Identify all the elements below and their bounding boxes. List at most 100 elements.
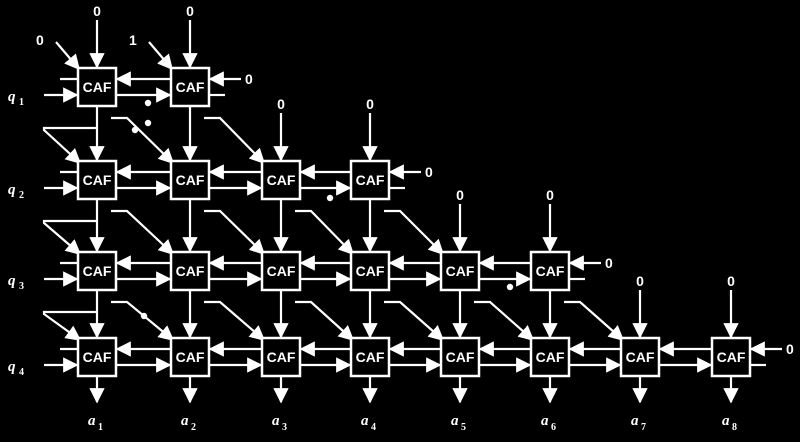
caf-cell-box	[260, 250, 302, 292]
diagonal-wire	[474, 300, 535, 342]
row-label-subscript: 3	[19, 281, 24, 292]
row-label: q	[8, 273, 16, 289]
row-label: q	[8, 182, 16, 198]
caf-cell-label: CAF	[176, 263, 205, 279]
caf-cell: CAF	[349, 250, 391, 292]
caf-cell-label: CAF	[626, 349, 655, 365]
junction-dot	[506, 283, 514, 291]
diagonal-wire	[384, 300, 445, 342]
caf-cell-label: CAF	[536, 263, 565, 279]
caf-cell: CAF	[349, 336, 391, 378]
row-label-subscript: 2	[19, 190, 24, 201]
caf-cell-box	[619, 336, 661, 378]
caf-cell: CAF	[169, 250, 211, 292]
wires-layer	[42, 20, 782, 404]
right-input-label: 0	[245, 71, 253, 87]
output-label: a	[88, 413, 96, 429]
caf-cell-box	[76, 66, 118, 108]
caf-cell-box	[260, 159, 302, 201]
caf-cell-label: CAF	[83, 172, 112, 188]
row-label: q	[8, 89, 16, 105]
caf-cell-box	[169, 159, 211, 201]
junction-dot	[131, 126, 139, 134]
output-label: a	[361, 413, 369, 429]
junction-dot	[144, 119, 152, 127]
output-label-subscript: 7	[641, 422, 646, 433]
caf-cell-box	[349, 250, 391, 292]
caf-cell-label: CAF	[176, 79, 205, 95]
caf-cell-box	[439, 250, 481, 292]
junction-dot	[326, 194, 334, 202]
diagonal-input-wire	[148, 41, 173, 71]
diagonal-input-label: 0	[36, 32, 44, 48]
caf-cell-label: CAF	[83, 79, 112, 95]
junction-dot	[144, 99, 152, 107]
feedback-wire	[42, 219, 97, 256]
top-input-label: 0	[277, 96, 285, 112]
top-input-label: 0	[727, 273, 735, 289]
diagonal-wire	[111, 116, 175, 165]
row-label: q	[8, 359, 16, 375]
diagonal-wire	[384, 209, 445, 256]
caf-cell-box	[349, 159, 391, 201]
top-input-label: 0	[456, 187, 464, 203]
caf-cell: CAF	[260, 336, 302, 378]
output-label: a	[541, 413, 549, 429]
caf-cell-label: CAF	[356, 172, 385, 188]
caf-cell-box	[710, 336, 752, 378]
caf-cell-box	[529, 250, 571, 292]
caf-cell-label: CAF	[356, 263, 385, 279]
junction-dot	[140, 312, 148, 320]
caf-cell: CAF	[76, 159, 118, 201]
caf-cell: CAF	[529, 250, 571, 292]
caf-cell-label: CAF	[83, 349, 112, 365]
output-label-subscript: 8	[732, 422, 737, 433]
right-input-label: 0	[786, 341, 794, 357]
caf-cell-box	[529, 336, 571, 378]
right-input-label: 0	[425, 164, 433, 180]
cells-layer: CAF CAF CAF CAF CAF CAF CAF CAF CAF CAF CAF CAF CAF C…	[76, 66, 752, 378]
output-label: a	[181, 413, 189, 429]
output-label: a	[631, 413, 639, 429]
caf-cell: CAF	[169, 336, 211, 378]
diagonal-wire	[295, 300, 355, 342]
diagonal-input-label: 1	[129, 32, 137, 48]
top-input-label: 0	[93, 3, 101, 19]
caf-cell-label: CAF	[446, 263, 475, 279]
caf-cell: CAF	[260, 159, 302, 201]
diagonal-wire	[564, 300, 625, 342]
output-label-subscript: 5	[461, 422, 466, 433]
top-input-label: 0	[636, 273, 644, 289]
diagonal-wire	[204, 116, 266, 165]
diagonal-wire	[111, 300, 175, 341]
caf-cell-box	[76, 159, 118, 201]
caf-cell-label: CAF	[356, 349, 385, 365]
caf-cell-box	[349, 336, 391, 378]
diagonal-wire	[204, 209, 266, 256]
output-label-subscript: 6	[551, 422, 556, 433]
diagonal-wire	[295, 209, 355, 256]
output-label-subscript: 1	[98, 422, 103, 433]
top-input-label: 0	[546, 187, 554, 203]
output-label-subscript: 3	[282, 422, 287, 433]
caf-cell-box	[169, 336, 211, 378]
caf-cell: CAF	[169, 159, 211, 201]
caf-cell-label: CAF	[176, 172, 205, 188]
caf-cell: CAF	[619, 336, 661, 378]
output-label: a	[451, 413, 459, 429]
caf-cell: CAF	[260, 250, 302, 292]
diagonal-wire	[111, 209, 175, 256]
caf-cell: CAF	[710, 336, 752, 378]
output-label: a	[272, 413, 280, 429]
caf-cell-box	[76, 250, 118, 292]
caf-cell-box	[169, 66, 211, 108]
caf-cell-label: CAF	[83, 263, 112, 279]
caf-cell: CAF	[349, 159, 391, 201]
caf-cell: CAF	[76, 336, 118, 378]
caf-cell-label: CAF	[536, 349, 565, 365]
caf-cell-label: CAF	[267, 349, 296, 365]
diagonal-input-wire	[55, 41, 80, 71]
caf-cell-label: CAF	[176, 349, 205, 365]
